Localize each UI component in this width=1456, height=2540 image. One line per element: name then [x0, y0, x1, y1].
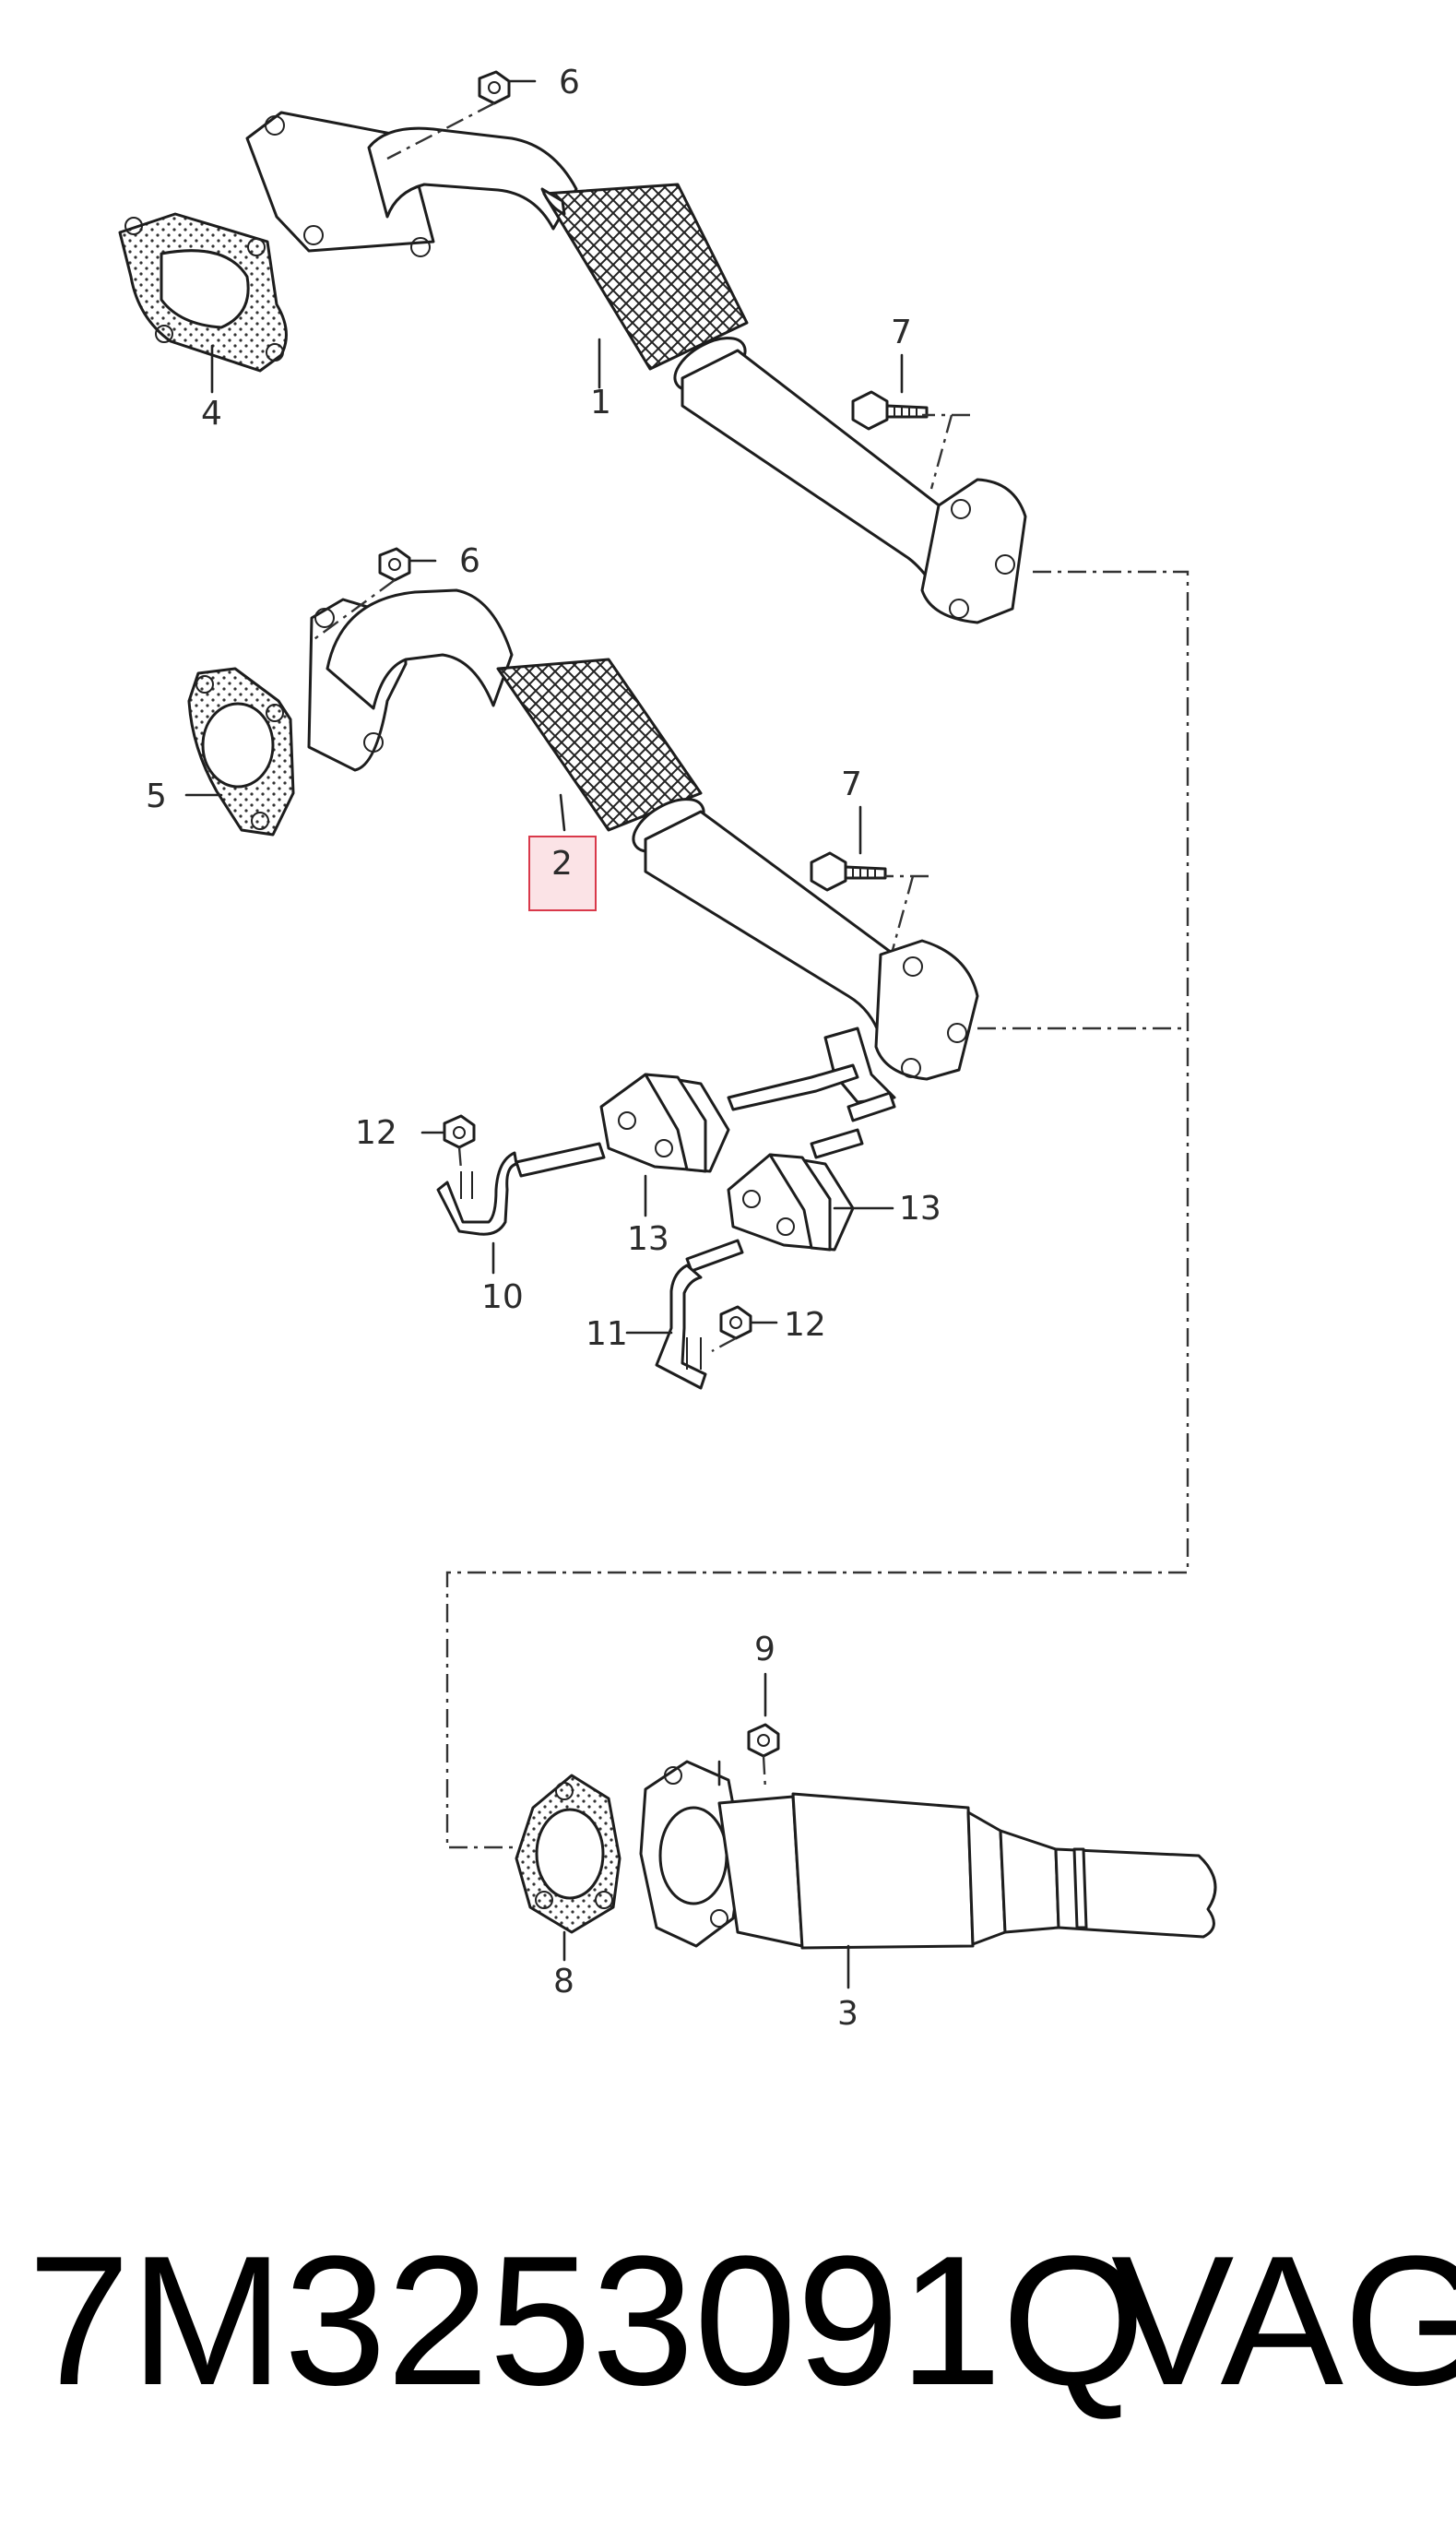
nut-upper — [478, 70, 511, 105]
nut-12-right — [719, 1305, 752, 1340]
callout-8: 8 — [553, 1963, 574, 2000]
bracket-right — [655, 1264, 707, 1390]
callout-12-left: 12 — [355, 1114, 397, 1152]
front-pipe-upper — [245, 111, 1027, 624]
assembly-lines — [311, 101, 1190, 1849]
hanger-rods — [515, 1063, 896, 1273]
callout-9: 9 — [754, 1631, 775, 1668]
bracket-left — [436, 1151, 518, 1236]
callout-2[interactable]: 2 — [551, 845, 573, 883]
callout-5: 5 — [146, 777, 167, 815]
gasket-lower — [187, 667, 295, 837]
callout-10: 10 — [481, 1278, 524, 1316]
callout-1: 1 — [590, 384, 611, 421]
callout-12-right: 12 — [784, 1306, 826, 1344]
callout-6-middle: 6 — [459, 542, 480, 580]
callout-6-upper: 6 — [559, 64, 580, 101]
gasket-flange — [515, 1774, 621, 1934]
nut-12-left — [443, 1114, 476, 1149]
catalytic-converter — [639, 1760, 1217, 1950]
bolt-lower — [810, 851, 887, 892]
callout-7-upper: 7 — [891, 314, 912, 351]
nut-middle — [378, 547, 411, 582]
brand-name: VAG — [1111, 2218, 1456, 2424]
callout-7-lower: 7 — [841, 766, 862, 803]
front-pipe-lower — [307, 588, 979, 1104]
leader-lines — [184, 79, 904, 1989]
rubber-mount-left — [599, 1073, 730, 1173]
callout-4: 4 — [201, 395, 222, 433]
callout-13-left: 13 — [627, 1220, 669, 1258]
gasket-upper — [118, 212, 288, 373]
callout-11: 11 — [586, 1315, 628, 1353]
callout-3: 3 — [837, 1995, 858, 2033]
rubber-mount-right — [727, 1153, 855, 1252]
selected-part-highlight[interactable] — [528, 836, 597, 911]
callout-13-right: 13 — [899, 1190, 941, 1228]
nut-9 — [747, 1723, 780, 1758]
bolt-upper — [851, 390, 929, 431]
part-number: 7M3253091Q — [28, 2218, 1145, 2424]
